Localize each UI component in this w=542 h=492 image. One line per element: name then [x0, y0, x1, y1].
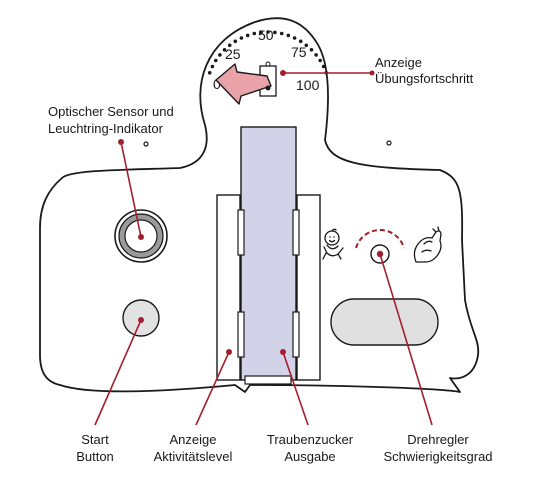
label-glucose-line1: Traubenzucker: [267, 432, 354, 447]
dial-dot: [233, 39, 238, 44]
glucose-output-chute: [237, 126, 300, 385]
flexing-arm-icon: [413, 226, 442, 263]
dial-dot: [210, 64, 215, 69]
dial-pointer-hub: [265, 85, 271, 91]
chute-clip-bottom-right: [292, 311, 300, 358]
chute-clip-top-right: [292, 209, 300, 256]
dial-tick-25: 25: [225, 46, 241, 62]
dial-dot: [279, 31, 284, 36]
activity-level-display: [216, 194, 321, 381]
marker-progress-end: [369, 70, 375, 76]
dial-dot: [245, 33, 250, 38]
label-sensor-line2: Leuchtring-Indikator: [48, 121, 164, 136]
dial-dot: [266, 30, 270, 34]
label-optical-sensor: Optischer Sensor und Leuchtring-Indikato…: [48, 104, 174, 136]
marker-start: [138, 317, 144, 323]
marker-knob: [376, 250, 384, 258]
leader-glucose: [282, 351, 309, 426]
marker-sensor-top: [118, 139, 124, 145]
label-progress-line2: Übungsfortschritt: [375, 71, 474, 86]
marker-glucose: [280, 349, 286, 355]
dial-dot: [218, 53, 222, 57]
leader-start: [94, 319, 142, 426]
label-progress-display: Anzeige Übungsfortschritt: [375, 55, 474, 86]
label-knob-line2: Schwierigkeitsgrad: [383, 449, 492, 464]
dial-dot: [252, 31, 257, 36]
label-start-line2: Button: [76, 449, 114, 464]
label-activity-line2: Aktivitätslevel: [154, 449, 233, 464]
dial-dot: [286, 33, 291, 38]
dial-pointer-arrow: [215, 63, 272, 105]
happy-baby-icon: [322, 228, 344, 260]
dial-dot: [259, 30, 263, 35]
marker-progress: [280, 70, 286, 76]
dial-dot: [314, 53, 318, 57]
dial-dot: [321, 64, 326, 69]
label-start-button: Start Button: [76, 432, 114, 464]
progress-dial: 0 25 50 75 100: [207, 27, 329, 105]
chute-clip-bottom-left: [237, 311, 245, 358]
leader-knob: [379, 253, 433, 426]
dial-dot: [304, 43, 309, 48]
dial-dot: [239, 36, 244, 40]
dial-dot: [309, 48, 314, 52]
screw-hole-left: [143, 141, 149, 147]
chute-body: [240, 126, 297, 381]
dial-dot: [292, 36, 297, 40]
dial-dot: [298, 39, 303, 44]
label-glucose-line2: Ausgabe: [284, 449, 335, 464]
chute-clip-top-left: [237, 209, 245, 256]
leader-activity: [195, 351, 230, 426]
label-sensor-line1: Optischer Sensor und: [48, 104, 174, 119]
label-glucose-output: Traubenzucker Ausgabe: [267, 432, 354, 464]
dial-dot: [318, 58, 323, 63]
dial-dot: [222, 48, 227, 52]
leader-lines: [94, 70, 433, 426]
dial-dot: [227, 43, 232, 48]
label-start-line1: Start: [81, 432, 109, 447]
label-progress-line1: Anzeige: [375, 55, 422, 70]
leader-sensor: [120, 141, 142, 238]
difficulty-arc: [355, 229, 405, 249]
label-difficulty-knob: Drehregler Schwierigkeitsgrad: [383, 432, 492, 464]
dial-tick-75: 75: [291, 44, 307, 60]
marker-activity: [226, 349, 232, 355]
activity-strip-left: [216, 194, 241, 381]
dial-dot: [214, 58, 218, 63]
label-activity-display: Anzeige Aktivitätslevel: [154, 432, 233, 464]
screw-hole-right: [386, 140, 392, 146]
oval-window: [330, 298, 439, 346]
label-activity-line1: Anzeige: [170, 432, 217, 447]
dial-dot: [273, 30, 277, 35]
marker-sensor: [138, 234, 144, 240]
dial-tick-50: 50: [258, 27, 274, 43]
label-knob-line1: Drehregler: [407, 432, 469, 447]
dial-pivot-top: [265, 61, 271, 67]
dial-tick-100: 100: [296, 77, 320, 93]
chute-outlet: [244, 375, 292, 385]
dial-tick-0: 0: [213, 76, 221, 92]
dial-dot: [207, 71, 212, 75]
activity-strip-right: [296, 194, 321, 381]
